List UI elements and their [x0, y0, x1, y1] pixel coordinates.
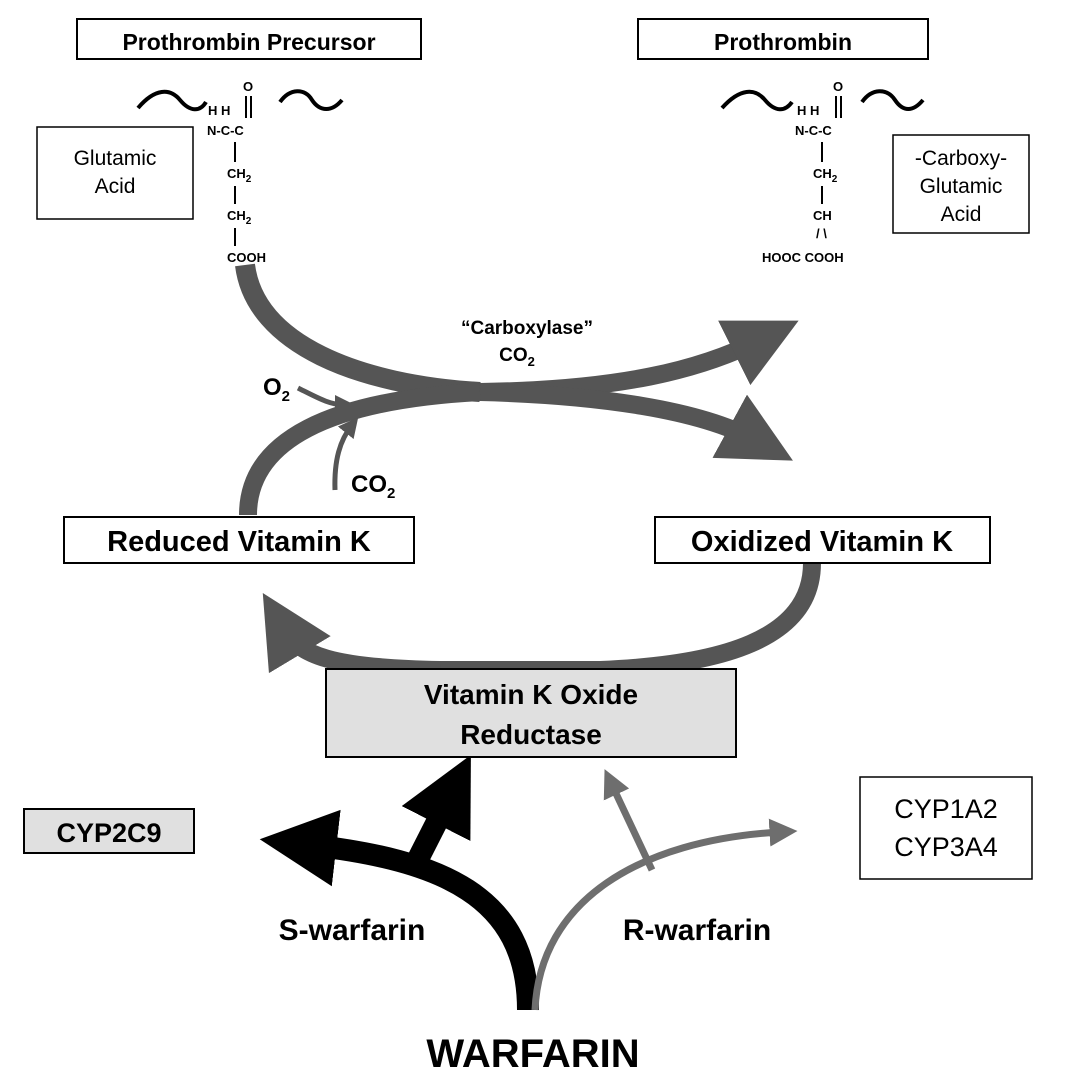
cyp3a4-label: CYP3A4 [894, 832, 998, 862]
left-nc: N-C-C [207, 123, 244, 138]
r-warfarin-inhibition-arrow [603, 769, 656, 872]
glutamic-acid-line2: Acid [95, 175, 136, 198]
carboxy-glutamic-acid-box [892, 134, 1030, 234]
prothrombin-precursor-box [76, 18, 422, 60]
reduced-vitamin-k-label: Reduced Vitamin K [107, 526, 371, 558]
reductase-to-reduced-vk-arrow [262, 592, 441, 679]
reduced-vk-to-junction-arrow [239, 383, 481, 516]
reduced-vitamin-k-box [63, 516, 415, 564]
vkor-box [325, 668, 737, 758]
left-hh: H H [208, 103, 230, 118]
glutamic-acid-line1: Glutamic [74, 147, 157, 170]
right-nc: N-C-C [795, 123, 832, 138]
left-cooh: COOH [227, 250, 266, 265]
r-warfarin-arrow [531, 818, 798, 1011]
right-ch: CH [813, 208, 832, 223]
r-warfarin-label: R-warfarin [623, 914, 771, 947]
co2-release-arrow [332, 417, 359, 491]
carboxylase-label: “Carboxylase” [461, 318, 593, 339]
gla-line3: Acid [941, 203, 982, 226]
glutamic-acid-box [36, 126, 194, 220]
oxidized-to-reductase-arrow [440, 562, 821, 679]
right-oxygen: O [833, 79, 843, 94]
oxidized-vitamin-k-label: Oxidized Vitamin K [691, 526, 953, 558]
gla-line2: Glutamic [920, 175, 1003, 198]
oxidized-vitamin-k-box [654, 516, 991, 564]
o2-input-arrow [296, 385, 355, 415]
s-warfarin-inhibition-arrow [401, 754, 471, 870]
right-hh: H H [797, 103, 819, 118]
right-chain-wave-left [720, 89, 794, 112]
prothrombin-precursor-label: Prothrombin Precursor [122, 29, 375, 55]
left-ch2-a: CH2 [227, 166, 252, 185]
left-chain-wave-left [136, 89, 208, 112]
cyp1a2-cyp3a4-box [859, 776, 1033, 880]
right-chain-wave-right [860, 89, 925, 111]
left-ch2-b: CH2 [227, 208, 252, 227]
s-warfarin-label: S-warfarin [279, 914, 426, 947]
right-acid: HOOC COOH [762, 250, 844, 265]
prothrombin-box [637, 18, 929, 60]
cyp1a2-label: CYP1A2 [894, 794, 998, 824]
s-warfarin-arrow [259, 809, 539, 1011]
precursor-to-junction-arrow [235, 263, 481, 402]
right-ch2: CH2 [813, 166, 838, 185]
gla-line1: -Carboxy- [915, 147, 1007, 170]
vkor-label-line2: Reductase [460, 719, 602, 750]
left-oxygen: O [243, 79, 253, 94]
vkor-label-line1: Vitamin K Oxide [424, 679, 638, 710]
right-branch: / \ [816, 226, 827, 241]
left-chain-wave-right [278, 89, 344, 111]
cyp2c9-box [23, 808, 195, 854]
prothrombin-label: Prothrombin [714, 29, 852, 55]
warfarin-label: WARFARIN [426, 1032, 639, 1076]
o2-label: O2 [263, 374, 290, 405]
cyp2c9-label: CYP2C9 [56, 818, 161, 848]
co2-label: CO2 [351, 471, 395, 502]
junction-to-oxidized-arrow [479, 383, 793, 461]
carboxylase-co2: CO2 [499, 345, 535, 369]
